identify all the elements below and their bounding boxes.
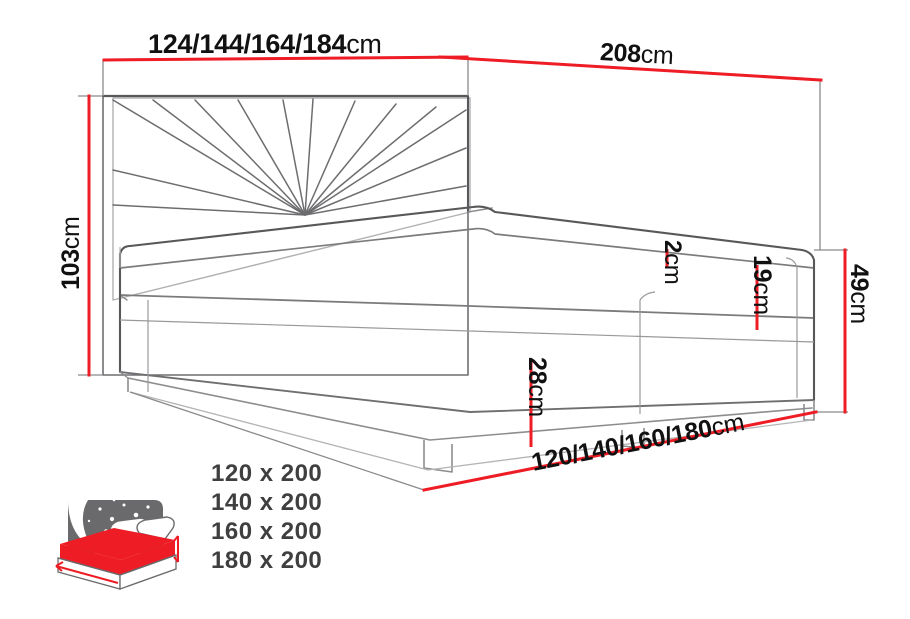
dimension-label-topper-thickness: 2cm — [659, 240, 686, 285]
dimension-label-bed-length: 208cm — [599, 38, 675, 71]
size-option-3: 180 x 200 — [211, 547, 323, 574]
size-option-2: 160 x 200 — [211, 518, 323, 545]
dimension-label-headboard-width: 124/144/164/184cm — [148, 29, 382, 59]
dimension-label-bed-height: 49cm — [845, 264, 873, 324]
dimension-label-base-height: 28cm — [523, 357, 551, 417]
size-option-1: 140 x 200 — [211, 489, 323, 516]
dimension-label-mattress-thickness: 19cm — [748, 255, 776, 315]
dimension-label-headboard-height: 103cm — [57, 216, 85, 290]
size-option-0: 120 x 200 — [211, 460, 323, 487]
